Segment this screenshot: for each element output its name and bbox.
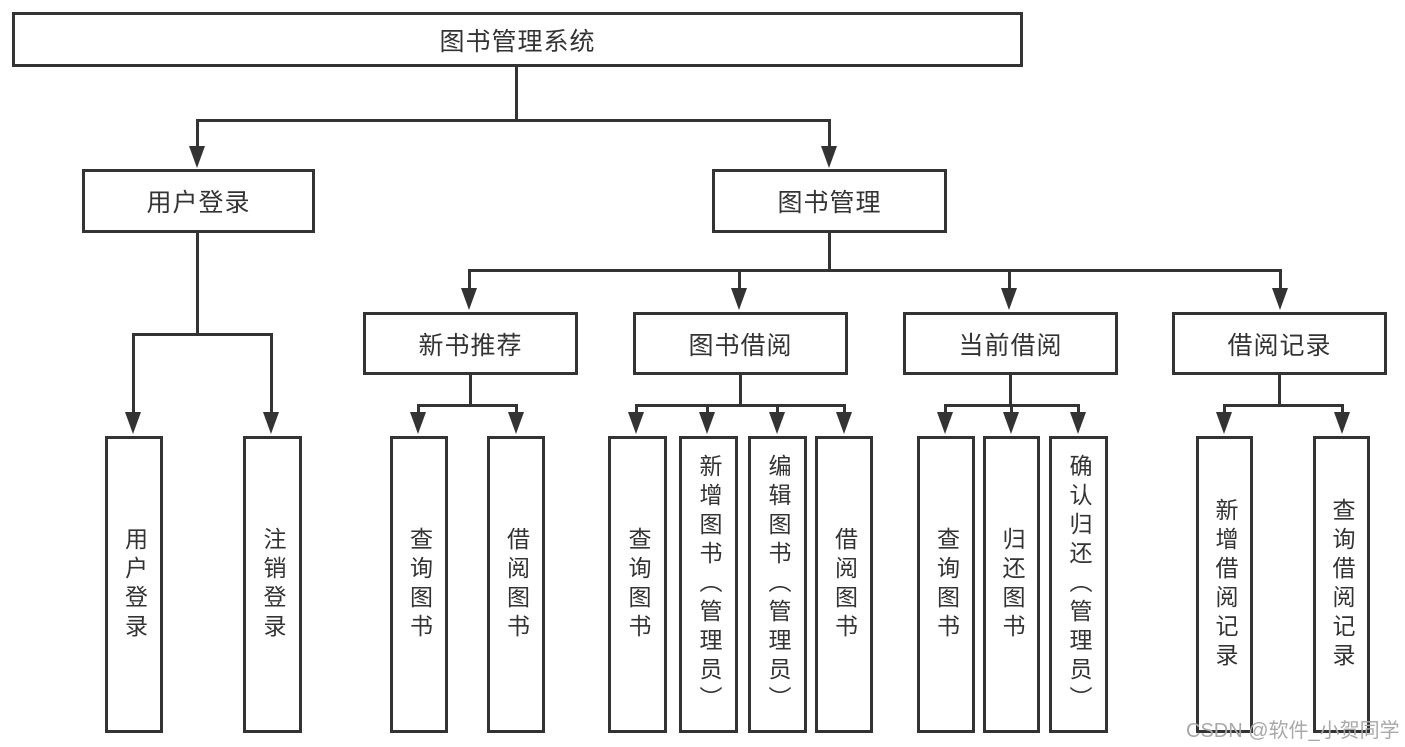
leaf-query-borrow-record: 查询借阅记录 (1313, 436, 1370, 733)
leaf-logout: 注销登录 (243, 436, 302, 733)
node-book-management-label: 图书管理 (777, 189, 882, 217)
connector-line (196, 233, 199, 336)
node-user-login-label: 用户登录 (146, 189, 251, 217)
node-new-book-recommend: 新书推荐 (363, 312, 578, 375)
leaf-return-books-label: 归还图书 (999, 526, 1025, 643)
leaf-query-books-3-label: 查询图书 (933, 526, 960, 643)
leaf-user-login-label: 用户登录 (121, 526, 148, 643)
arrow-down-icon (125, 412, 141, 434)
connector-line (468, 269, 471, 291)
leaf-confirm-return-admin: 确认归还（管理员） (1049, 436, 1108, 733)
node-current-borrow-label: 当前借阅 (958, 331, 1063, 360)
connector-line (1279, 269, 1282, 291)
arrow-down-icon (937, 412, 953, 434)
connector-line (635, 404, 638, 414)
connector-line (828, 119, 831, 151)
leaf-user-login: 用户登录 (105, 436, 163, 733)
leaf-add-book-admin-label: 新增图书（管理员） (696, 454, 722, 715)
arrow-down-icon (1001, 288, 1017, 310)
leaf-query-borrow-record-label: 查询借阅记录 (1329, 497, 1355, 672)
arrow-down-icon (1070, 412, 1086, 434)
connector-line (1009, 375, 1012, 407)
arrow-down-icon (821, 146, 837, 168)
leaf-borrow-books-2: 借阅图书 (815, 436, 873, 733)
leaf-query-books-2: 查询图书 (608, 436, 667, 733)
connector-line (132, 333, 135, 413)
connector-line (270, 333, 273, 413)
node-borrow-records-label: 借阅记录 (1227, 331, 1332, 360)
connector-line (1010, 404, 1013, 414)
leaf-query-books-3: 查询图书 (917, 436, 975, 733)
connector-line (468, 269, 1282, 272)
arrow-down-icon (628, 412, 644, 434)
connector-line (196, 119, 199, 151)
node-root: 图书管理系统 (12, 12, 1023, 67)
leaf-add-borrow-record: 新增借阅记录 (1196, 436, 1253, 733)
arrow-down-icon (769, 412, 785, 434)
node-book-borrow-label: 图书借阅 (688, 331, 793, 360)
leaf-edit-book-admin-label: 编辑图书（管理员） (765, 454, 791, 715)
connector-line (843, 404, 846, 414)
connector-line (417, 404, 420, 414)
connector-line (1341, 404, 1344, 414)
connector-line (739, 375, 742, 407)
leaf-query-books-1-label: 查询图书 (406, 526, 433, 643)
arrow-down-icon (1334, 412, 1350, 434)
connector-line (1077, 404, 1080, 414)
leaf-add-borrow-record-label: 新增借阅记录 (1212, 497, 1238, 672)
connector-line (469, 375, 472, 407)
connector-line (828, 233, 831, 272)
connector-line (417, 404, 518, 407)
connector-line (1223, 404, 1344, 407)
leaf-query-books-1: 查询图书 (390, 436, 448, 733)
leaf-query-books-2-label: 查询图书 (625, 526, 651, 643)
arrow-down-icon (263, 412, 279, 434)
node-book-borrow: 图书借阅 (633, 312, 848, 375)
node-borrow-records: 借阅记录 (1172, 312, 1387, 375)
arrow-down-icon (836, 412, 852, 434)
arrow-down-icon (410, 412, 426, 434)
node-new-book-recommend-label: 新书推荐 (418, 331, 523, 360)
leaf-add-book-admin: 新增图书（管理员） (679, 436, 738, 733)
leaf-borrow-books-1-label: 借阅图书 (503, 526, 530, 643)
connector-line (776, 404, 779, 414)
leaf-edit-book-admin: 编辑图书（管理员） (748, 436, 807, 733)
leaf-confirm-return-admin-label: 确认归还（管理员） (1066, 454, 1092, 715)
arrow-down-icon (1272, 288, 1288, 310)
arrow-down-icon (189, 146, 205, 168)
leaf-borrow-books-1: 借阅图书 (487, 436, 545, 733)
node-current-borrow: 当前借阅 (903, 312, 1118, 375)
leaf-return-books: 归还图书 (983, 436, 1040, 733)
arrow-down-icon (461, 288, 477, 310)
connector-line (196, 119, 831, 122)
connector-line (1278, 375, 1281, 407)
arrow-down-icon (699, 412, 715, 434)
connector-line (515, 67, 518, 121)
connector-line (1223, 404, 1226, 414)
arrow-down-icon (508, 412, 524, 434)
node-book-management: 图书管理 (712, 169, 947, 233)
connector-line (635, 404, 846, 407)
arrow-down-icon (731, 288, 747, 310)
connector-line (944, 404, 947, 414)
connector-line (1008, 269, 1011, 291)
connector-line (132, 333, 273, 336)
connector-line (515, 404, 518, 414)
node-root-label: 图书管理系统 (439, 27, 596, 56)
connector-line (706, 404, 709, 414)
arrow-down-icon (1003, 412, 1019, 434)
connector-line (738, 269, 741, 291)
arrow-down-icon (1216, 412, 1232, 434)
node-user-login: 用户登录 (82, 169, 315, 233)
leaf-logout-label: 注销登录 (260, 526, 286, 643)
leaf-borrow-books-2-label: 借阅图书 (831, 526, 858, 643)
csdn-watermark: CSDN @软件_小贺同学 (1186, 720, 1400, 742)
